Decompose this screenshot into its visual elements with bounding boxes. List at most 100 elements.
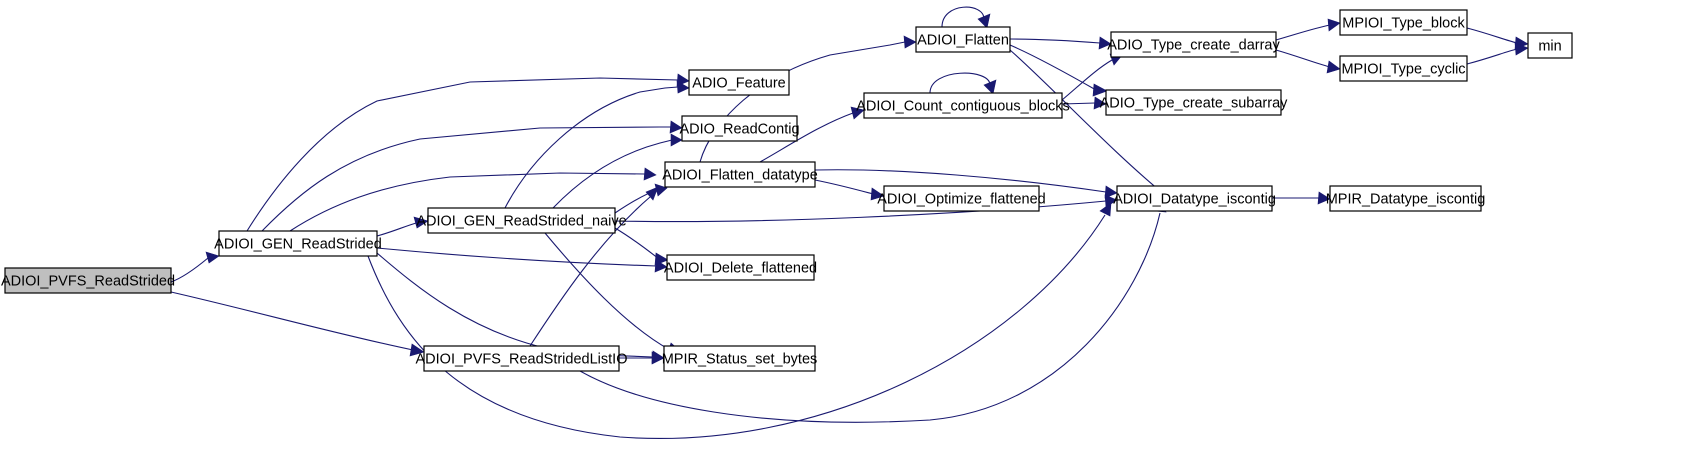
node-box[interactable]	[664, 161, 816, 188]
node-datatype-iscontig[interactable]: ADIOI_Datatype_iscontig	[1113, 185, 1276, 212]
edge-gen_readstrided_naive-delete_flattened	[614, 227, 660, 260]
arrowhead	[1092, 83, 1108, 97]
node-label: ADIOI_Flatten	[917, 32, 1009, 48]
node-label: ADIOI_Flatten_datatype	[662, 167, 818, 183]
node-box[interactable]	[915, 26, 1011, 53]
node-min[interactable]: min	[1527, 32, 1573, 59]
edge-mpioi_type_block-min	[1466, 27, 1518, 44]
edge-gen_readstrided-adio_readcontig	[261, 126, 671, 232]
node-box[interactable]	[688, 69, 790, 96]
edge-count_contiguous_blocks-type_create_subarray	[1061, 102, 1096, 105]
edge-count_contiguous_blocks-self	[929, 72, 991, 94]
arrowhead	[651, 351, 665, 365]
arrowhead	[654, 252, 669, 266]
node-delete-flattened[interactable]: ADIOI_Delete_flattened	[664, 254, 817, 281]
arrowhead	[645, 186, 659, 201]
node-box[interactable]	[4, 267, 172, 294]
node-label: MPIOI_Type_block	[1342, 15, 1465, 31]
arrowhead	[413, 216, 429, 229]
node-pvfs-readstrided[interactable]: ADIOI_PVFS_ReadStrided	[1, 267, 175, 294]
arrowhead	[1326, 60, 1341, 74]
node-gen-readstrided-naive[interactable]: ADIOI_GEN_ReadStrided_naive	[416, 207, 627, 234]
edge-gen_readstrided_naive-adio_feature	[504, 86, 679, 209]
arrowhead	[409, 343, 425, 357]
arrowhead	[903, 35, 917, 49]
node-label: ADIO_Type_create_darray	[1107, 37, 1280, 53]
arrowhead	[870, 187, 885, 201]
node-box[interactable]	[1116, 185, 1273, 212]
node-adio-feature[interactable]: ADIO_Feature	[688, 69, 790, 96]
node-mpioi-type-cyclic[interactable]: MPIOI_Type_cyclic	[1339, 55, 1468, 82]
node-box[interactable]	[1329, 185, 1482, 212]
edge-gen_readstrided-gen_readstrided_naive	[376, 222, 417, 237]
arrowhead	[205, 251, 220, 264]
node-adio-readcontig[interactable]: ADIO_ReadContig	[679, 115, 800, 142]
node-label: ADIO_Type_create_subarray	[1100, 95, 1289, 111]
node-flatten[interactable]: ADIOI_Flatten	[915, 26, 1011, 53]
arrowhead	[1104, 194, 1118, 208]
edge-mpioi_type_cyclic-min	[1466, 48, 1518, 65]
edge-pvfs_readstrided-gen_readstrided	[170, 257, 209, 283]
arrowhead	[1098, 36, 1112, 50]
arrowhead	[669, 120, 683, 134]
node-label: ADIO_Feature	[692, 75, 786, 91]
edge-gen_readstrided-datatype_iscontig	[367, 214, 1106, 439]
arrowhead	[850, 106, 865, 120]
edge-gen_readstrided_naive-adio_readcontig	[552, 139, 673, 209]
arrowhead	[1093, 96, 1107, 110]
node-box[interactable]	[218, 230, 378, 257]
node-type-create-subarray[interactable]: ADIO_Type_create_subarray	[1100, 89, 1289, 116]
node-box[interactable]	[1339, 9, 1468, 36]
edge-gen_readstrided-adio_feature	[246, 77, 679, 232]
edge-type_create_darray-mpioi_type_block	[1275, 24, 1331, 41]
edge-gen_readstrided_naive-status_set_bytes	[544, 232, 671, 351]
node-label: MPIR_Status_set_bytes	[662, 351, 818, 367]
node-box[interactable]	[1339, 55, 1468, 82]
node-label: ADIO_ReadContig	[679, 121, 799, 137]
node-flatten-datatype[interactable]: ADIOI_Flatten_datatype	[662, 161, 818, 188]
edge-flatten-flatten-self	[941, 6, 985, 28]
edge-gen_readstrided-flatten_datatype	[289, 172, 646, 232]
node-gen-readstrided[interactable]: ADIOI_GEN_ReadStrided	[214, 230, 382, 257]
edge-flatten-type_create_darray	[1009, 38, 1101, 44]
node-box[interactable]	[1527, 32, 1573, 59]
edge-flatten_datatype-optimize_flattened	[814, 179, 874, 195]
node-box[interactable]	[681, 115, 798, 142]
arrowhead	[1327, 18, 1341, 32]
node-count-contiguous-blocks[interactable]: ADIOI_Count_contiguous_blocks	[856, 92, 1070, 119]
node-box[interactable]	[427, 207, 616, 234]
node-pvfs-readstridedlistio[interactable]: ADIOI_PVFS_ReadStridedListIO	[416, 345, 628, 372]
edge-flatten_datatype-count_contiguous_blocks	[759, 112, 854, 163]
node-optimize-flattened[interactable]: ADIOI_Optimize_flattened	[877, 185, 1046, 212]
edge-count_contiguous_blocks-type_create_darray	[1061, 59, 1113, 101]
arrowhead	[1514, 42, 1529, 56]
edge-gen_readstrided_naive-datatype_iscontig	[614, 200, 1107, 223]
edge-flatten-type_create_subarray	[1009, 44, 1097, 91]
node-mpir-datatype-iscontig[interactable]: MPIR_Datatype_iscontig	[1326, 185, 1486, 212]
arrowhead	[983, 79, 997, 95]
node-label: ADIOI_PVFS_ReadStrided	[1, 273, 175, 289]
nodes-layer: ADIOI_PVFS_ReadStrided ADIOI_GEN_ReadStr…	[1, 9, 1573, 372]
edge-type_create_darray-mpioi_type_cyclic	[1275, 49, 1331, 68]
node-box[interactable]	[863, 92, 1063, 119]
node-type-create-darray[interactable]: ADIO_Type_create_darray	[1107, 31, 1280, 58]
arrowhead	[670, 133, 683, 147]
node-box[interactable]	[663, 345, 816, 372]
node-box[interactable]	[666, 254, 815, 281]
node-label: MPIR_Datatype_iscontig	[1326, 191, 1486, 207]
edge-gen_readstrided-delete_flattened	[376, 247, 657, 267]
node-label: min	[1538, 38, 1561, 54]
node-label: ADIOI_Count_contiguous_blocks	[856, 98, 1070, 114]
node-box[interactable]	[1110, 31, 1277, 58]
node-box[interactable]	[883, 185, 1040, 212]
node-mpioi-type-block[interactable]: MPIOI_Type_block	[1339, 9, 1468, 36]
node-box[interactable]	[1105, 89, 1282, 116]
arrowhead	[1104, 185, 1118, 199]
edge-flatten_datatype-datatype_iscontig	[814, 169, 1107, 193]
arrowhead	[676, 80, 690, 94]
node-label: ADIOI_PVFS_ReadStridedListIO	[416, 351, 628, 367]
node-box[interactable]	[423, 345, 620, 372]
node-status-set-bytes[interactable]: MPIR_Status_set_bytes	[662, 345, 818, 372]
node-label: ADIOI_Datatype_iscontig	[1113, 191, 1276, 207]
